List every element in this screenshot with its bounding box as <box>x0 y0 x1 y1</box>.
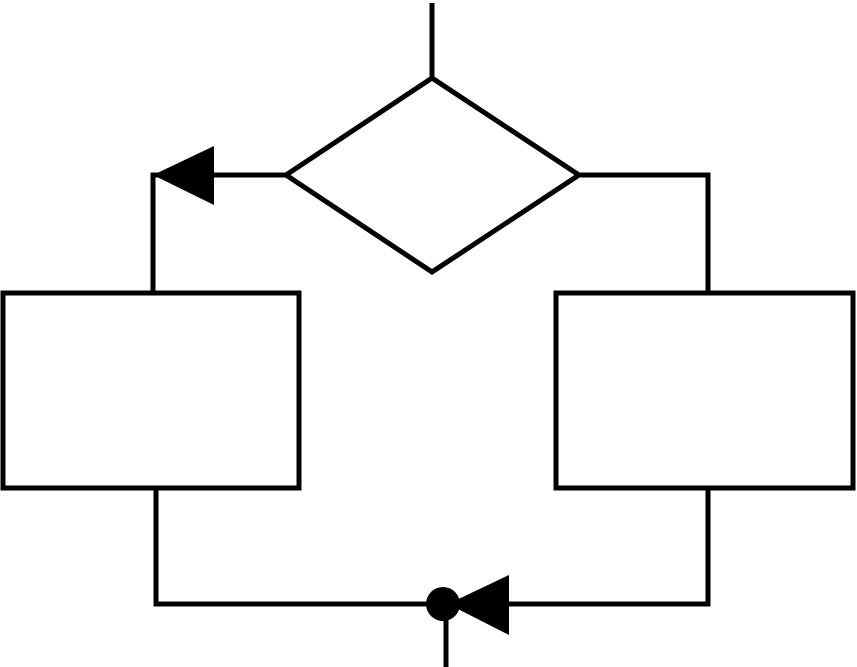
decision-to-left-connector <box>150 172 286 293</box>
left-process-box <box>0 290 302 491</box>
left-to-merge-connector <box>153 488 443 607</box>
decision-diamond <box>281 75 584 275</box>
right-merge-arrowhead <box>448 575 509 635</box>
left-branch-arrowhead <box>153 146 214 205</box>
right-process-box <box>553 290 856 491</box>
merge-junction-dot <box>426 587 460 621</box>
decision-to-right-connector <box>579 172 711 293</box>
right-to-merge-connector <box>443 488 711 607</box>
